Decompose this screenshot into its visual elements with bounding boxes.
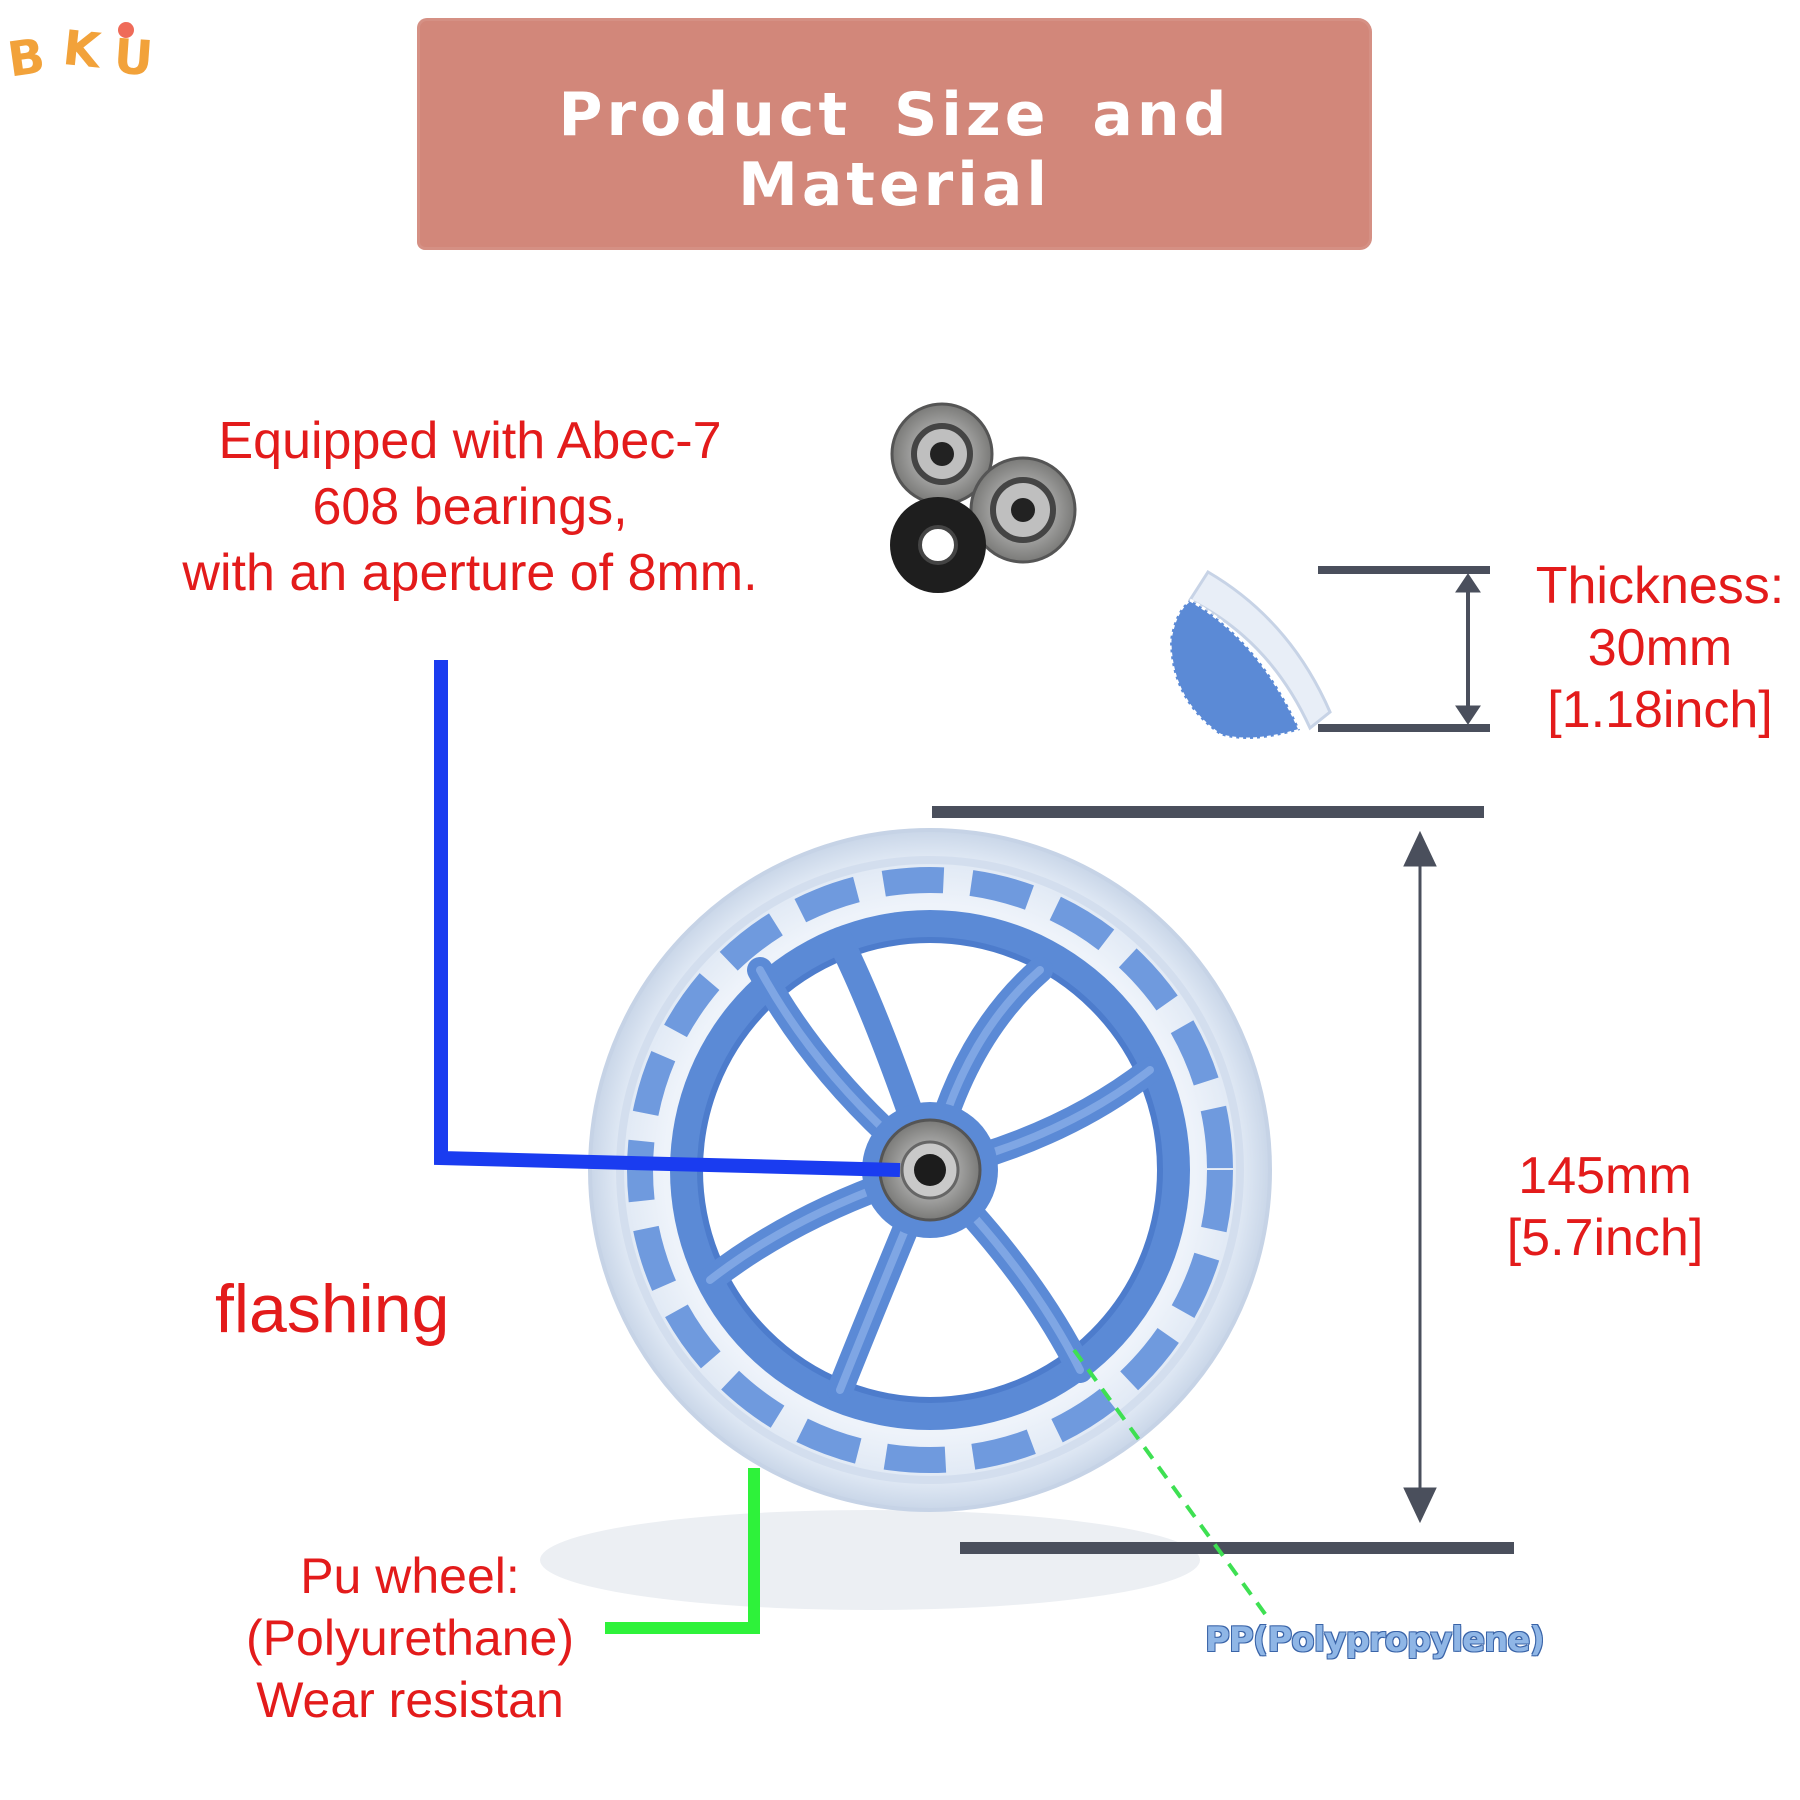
thickness-label: Thickness: 30mm [1.18inch] [1520,555,1800,741]
pp-label: PP(Polypropylene) [1205,1620,1545,1660]
wheel-shadow [540,1510,1200,1610]
diameter-dimension [932,806,1514,1554]
pp-pointer-line [1072,1348,1270,1620]
bearing-label-line: 608 bearings, [312,478,628,536]
page-title: Product Size and Material [558,80,1231,220]
bearing-label: Equipped with Abec-7 608 bearings, with … [120,408,820,606]
thickness-label-line: 30mm [1587,619,1733,677]
pu-label-line: Pu wheel: [300,1548,520,1604]
bearing-icon [969,456,1077,564]
thickness-label-line: [1.18inch] [1547,681,1773,739]
bearing-icon [890,402,994,506]
thickness-dimension [1318,566,1490,732]
logo-flower-icon [118,22,134,38]
bearing-label-line: Equipped with Abec-7 [218,412,722,470]
diameter-label: 145mm [5.7inch] [1460,1145,1750,1269]
pu-label-line: (Polyurethane) [246,1610,574,1666]
pu-wheel-label: Pu wheel: (Polyurethane) Wear resistan [200,1545,620,1731]
wheel-icon [588,828,1272,1512]
diameter-label-line: [5.7inch] [1506,1209,1704,1267]
pu-label-line: Wear resistan [256,1672,564,1728]
bearing-icon [890,497,986,593]
bearing-pointer-line [434,660,901,1177]
pu-pointer-line [605,1468,760,1634]
wheel-edge-icon [1168,569,1332,741]
title-banner [417,18,1372,250]
flashing-label: flashing [215,1271,450,1347]
thickness-label-line: Thickness: [1535,557,1785,615]
bearing-label-line: with an aperture of 8mm. [182,544,758,602]
diameter-label-line: 145mm [1518,1147,1692,1205]
